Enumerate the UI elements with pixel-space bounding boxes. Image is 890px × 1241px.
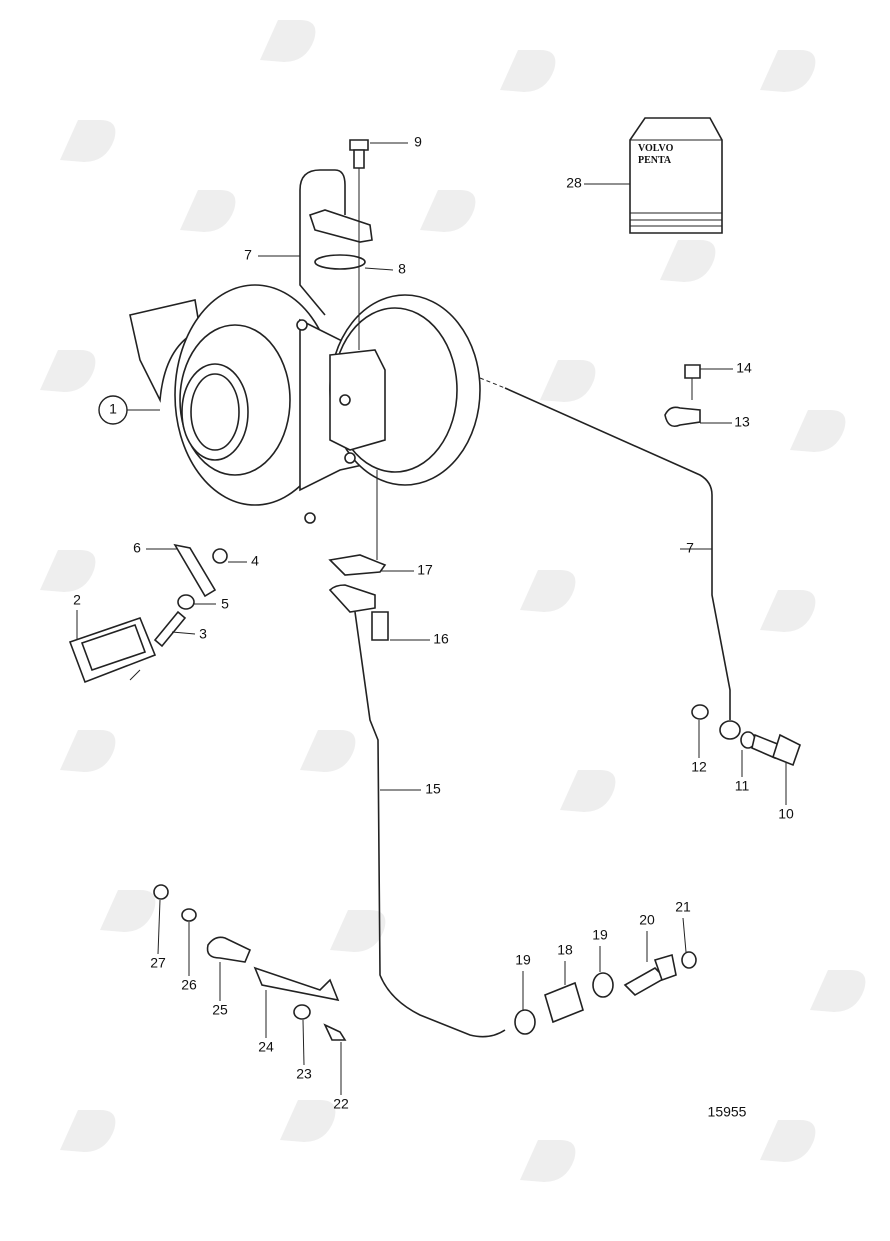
callout-5: 5 <box>221 596 229 612</box>
callout-9: 9 <box>414 134 422 150</box>
watermark-logo <box>520 1140 576 1182</box>
callout-7: 7 <box>686 540 694 556</box>
watermark-logo <box>180 190 236 232</box>
callout-28: 28 <box>566 175 582 191</box>
watermark-layer <box>40 20 866 1182</box>
callout-19: 19 <box>592 927 608 943</box>
watermark-logo <box>40 550 96 592</box>
manual-brand-line1: VOLVO <box>638 143 674 154</box>
callout-10: 10 <box>778 806 794 822</box>
callout-27: 27 <box>150 955 166 971</box>
watermark-logo <box>100 890 156 932</box>
oil-pipe-upper <box>299 139 373 350</box>
callout-4: 4 <box>251 553 259 569</box>
watermark-logo <box>260 20 316 62</box>
watermark-logo <box>60 120 116 162</box>
oil-pipe-right <box>479 364 801 767</box>
watermark-logo <box>790 410 846 452</box>
watermark-logo <box>760 590 816 632</box>
left-parts <box>68 543 228 684</box>
callout-12: 12 <box>691 759 707 775</box>
watermark-logo <box>660 240 716 282</box>
watermark-logo <box>60 730 116 772</box>
callout-2: 2 <box>73 592 81 608</box>
diagram-number: 15955 <box>708 1104 747 1120</box>
watermark-logo <box>300 730 356 772</box>
callout-25: 25 <box>212 1002 228 1018</box>
callout-1: 1 <box>109 401 117 417</box>
callout-23: 23 <box>296 1066 312 1082</box>
callout-7: 7 <box>244 247 252 263</box>
callout-15: 15 <box>425 781 441 797</box>
callout-17: 17 <box>417 562 433 578</box>
manual-book: VOLVO PENTA <box>629 117 723 234</box>
callout-14: 14 <box>736 360 752 376</box>
watermark-logo <box>520 570 576 612</box>
watermark-logo <box>280 1100 336 1142</box>
turbocharger <box>129 284 481 524</box>
callout-22: 22 <box>333 1096 349 1112</box>
watermark-logo <box>760 50 816 92</box>
callout-labels: 1234567789101112131415161718191920212223… <box>73 134 794 1112</box>
callout-13: 13 <box>734 414 750 430</box>
watermark-logo <box>560 770 616 812</box>
callout-11: 11 <box>735 778 750 794</box>
watermark-logo <box>760 1120 816 1162</box>
callout-8: 8 <box>398 261 406 277</box>
callout-18: 18 <box>557 942 573 958</box>
manual-brand-line2: PENTA <box>638 155 672 166</box>
watermark-logo <box>330 910 386 952</box>
watermark-logo <box>420 190 476 232</box>
oil-drain-pipe <box>328 470 506 1038</box>
callout-circle-1 <box>98 395 128 425</box>
leader-lines <box>76 142 787 1095</box>
bracket-parts <box>153 884 347 1041</box>
watermark-logo <box>500 50 556 92</box>
watermark-logo <box>810 970 866 1012</box>
callout-3: 3 <box>199 626 207 642</box>
callout-26: 26 <box>181 977 197 993</box>
watermark-logo <box>60 1110 116 1152</box>
hose-parts <box>514 951 697 1035</box>
watermark-logo <box>40 350 96 392</box>
callout-24: 24 <box>258 1039 274 1055</box>
callout-19: 19 <box>515 952 531 968</box>
callout-20: 20 <box>639 912 655 928</box>
callout-21: 21 <box>675 899 691 915</box>
callout-6: 6 <box>133 540 141 556</box>
watermark-logo <box>540 360 596 402</box>
callout-16: 16 <box>433 631 449 647</box>
